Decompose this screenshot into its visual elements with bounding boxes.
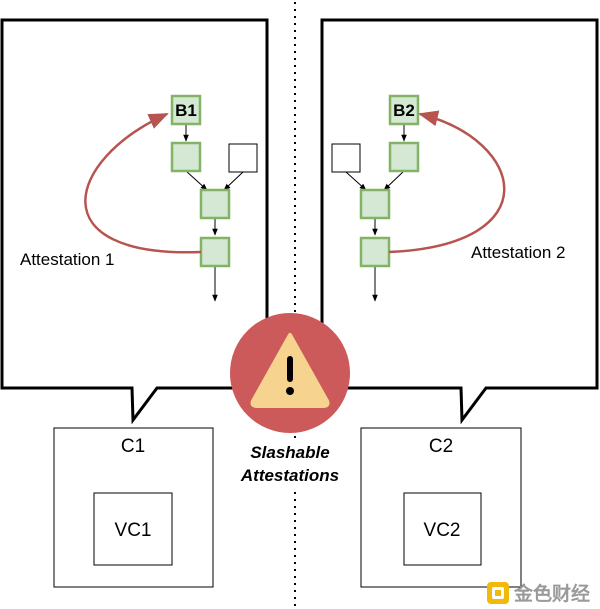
left-attestation-label: Attestation 1 <box>20 250 115 269</box>
slashable-warning: Slashable Attestations <box>230 313 350 488</box>
right-tip-block <box>359 236 391 268</box>
left-chain-block <box>170 141 202 173</box>
right-client-label: C2 <box>429 436 453 457</box>
left-speech-bubble <box>0 18 269 425</box>
right-edge-block-to-merge <box>383 170 405 191</box>
left-head-block-label: B1 <box>175 101 197 120</box>
left-edge-white-to-merge <box>223 171 244 191</box>
left-attestation-arrow <box>84 112 202 254</box>
left-head-block-b1 <box>170 94 202 126</box>
right-validator-box <box>403 492 482 566</box>
left-merge-block <box>199 188 231 220</box>
right-head-block-label: B2 <box>393 101 415 120</box>
left-tip-block <box>199 236 231 268</box>
right-edge-white-to-merge <box>345 171 367 191</box>
warning-line2: Attestations <box>240 466 339 485</box>
watermark-text: 金色财经 <box>513 582 590 605</box>
right-attestation-arrow <box>388 110 506 254</box>
right-chain-block <box>388 141 420 173</box>
warning-text-bg <box>232 440 348 488</box>
watermark: 金色财经 <box>487 582 590 605</box>
right-attestation-label: Attestation 2 <box>471 243 566 262</box>
right-panel: B2 Attestation 2 C2 VC2 <box>320 18 599 588</box>
left-other-block <box>228 143 258 173</box>
right-other-block <box>331 143 361 173</box>
left-validator-label: VC1 <box>115 520 152 541</box>
right-head-block-b2 <box>388 94 420 126</box>
left-panel: B1 Attestation 1 C1 VC1 <box>0 18 269 588</box>
warning-triangle-icon <box>250 333 330 408</box>
jinse-logo-icon <box>487 582 509 604</box>
right-merge-block <box>359 188 391 220</box>
left-edge-block-to-merge <box>185 170 208 191</box>
right-speech-bubble <box>320 18 599 425</box>
left-validator-box <box>93 492 173 566</box>
warning-line1: Slashable <box>250 443 329 462</box>
right-validator-label: VC2 <box>424 520 461 541</box>
left-client-label: C1 <box>121 436 145 457</box>
